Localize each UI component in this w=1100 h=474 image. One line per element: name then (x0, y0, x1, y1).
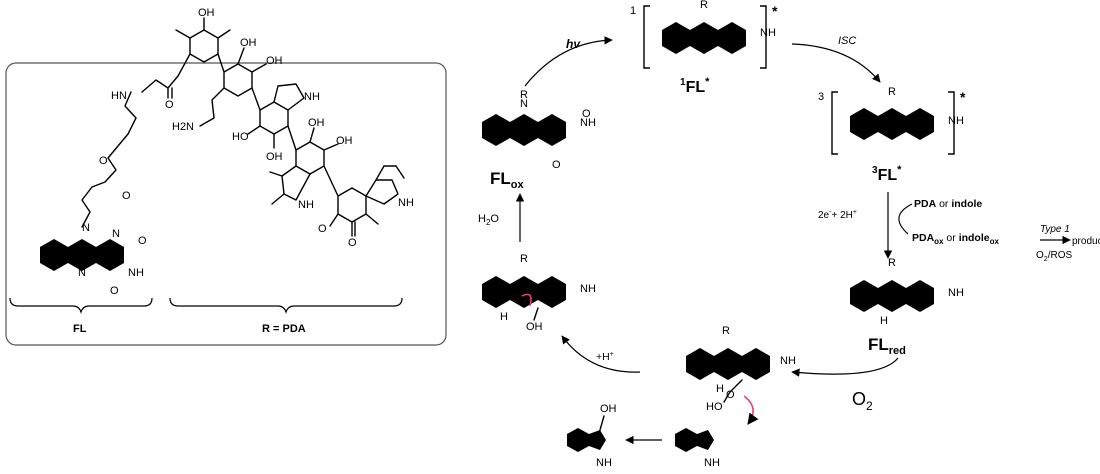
pda-atom-labels: OH OH OH HN O H2N NH HO OH OH OH NH O O … (78, 7, 414, 297)
svg-text:N: N (520, 98, 528, 110)
singlet-fl-label: 1FL* (680, 76, 710, 96)
svg-text:O: O (552, 159, 561, 171)
svg-text:NH: NH (704, 457, 720, 469)
svg-text:H: H (500, 311, 508, 323)
singlet-bracket-right (760, 5, 767, 69)
svg-text:R: R (520, 89, 528, 101)
svg-text:HO: HO (706, 401, 723, 413)
svg-text:R: R (700, 0, 708, 11)
hydroxy-flavin-structure (470, 264, 579, 321)
singlet-fl-structure (650, 10, 759, 67)
svg-text:O: O (138, 235, 147, 247)
svg-text:H: H (716, 383, 724, 395)
svg-text:NH: NH (298, 199, 314, 211)
fl-brace (9, 297, 153, 314)
svg-text:NH: NH (128, 267, 144, 279)
fl-ox-label: FLox (490, 169, 525, 191)
fl-red-label: FLred (868, 335, 906, 357)
svg-text:3: 3 (818, 91, 824, 103)
indole-structure (675, 428, 714, 452)
h2o-label: H2O (478, 213, 499, 227)
oxygen-arrow (791, 357, 899, 377)
h-plus-label: +H+ (596, 351, 614, 363)
svg-text:R: R (888, 257, 896, 269)
svg-text:O: O (348, 237, 357, 249)
pda-or-indole-label: PDA or indole (914, 198, 982, 210)
svg-text:*: * (772, 3, 778, 19)
svg-text:*: * (960, 89, 966, 105)
svg-text:NH: NH (596, 457, 612, 469)
svg-text:R: R (888, 86, 896, 98)
fl-ox-structure (470, 102, 579, 159)
indoxyl-structure (567, 415, 606, 452)
svg-text:O: O (122, 190, 131, 202)
svg-text:O: O (110, 285, 119, 297)
products-label: products (1072, 236, 1100, 247)
electrons-label: 2e-+ 2H+ (818, 209, 857, 221)
pda-ox-label: PDAox or indoleox (912, 232, 999, 246)
type1-label: Type 1 (1040, 224, 1070, 235)
peroxide-curly-arrow (743, 395, 759, 425)
protonation-arrow (561, 335, 641, 373)
pda-consume-curve (898, 203, 913, 235)
svg-text:NH: NH (948, 287, 964, 299)
svg-text:NH: NH (304, 91, 320, 103)
singlet-bracket-left (643, 5, 650, 69)
triplet-bracket-left (831, 91, 838, 155)
svg-text:N: N (78, 267, 86, 279)
svg-text:R: R (520, 253, 528, 265)
hv-label: hv (566, 37, 581, 51)
svg-text:HO: HO (232, 131, 249, 143)
pda-brace (169, 297, 403, 314)
svg-text:NH: NH (398, 197, 414, 209)
fl-label: FL (73, 323, 87, 335)
svg-text:OH: OH (308, 117, 325, 129)
svg-text:O: O (582, 108, 591, 120)
svg-text:R: R (722, 325, 730, 337)
svg-text:OH: OH (600, 403, 617, 415)
svg-text:OH: OH (266, 55, 283, 67)
isc-arrow (791, 43, 881, 83)
svg-text:1: 1 (630, 5, 636, 17)
svg-text:OH: OH (266, 151, 283, 163)
hydroxy-curly-arrow (521, 293, 532, 307)
svg-text:O: O (726, 389, 735, 401)
isc-label: ISC (838, 35, 856, 47)
triplet-fl-structure (838, 96, 947, 153)
triplet-fl-label: 3FL* (872, 164, 902, 184)
svg-text:O: O (318, 223, 327, 235)
svg-text:O: O (165, 99, 174, 111)
svg-text:NH: NH (760, 27, 776, 39)
svg-text:NH: NH (580, 117, 596, 129)
svg-text:HN: HN (111, 90, 127, 102)
svg-text:OH: OH (336, 135, 353, 147)
svg-text:H2N: H2N (172, 121, 194, 133)
svg-text:NH: NH (580, 283, 596, 295)
hydroperoxy-flavin-structure (674, 336, 783, 403)
fl-pda-conjugate-structure (28, 17, 405, 284)
svg-text:O: O (99, 155, 108, 167)
svg-text:OH: OH (526, 321, 543, 333)
triplet-bracket-right (948, 91, 955, 155)
svg-text:OH: OH (240, 37, 257, 49)
svg-text:NH: NH (780, 355, 796, 367)
svg-text:H: H (880, 315, 888, 327)
fl-red-structure (838, 268, 947, 325)
svg-text:N: N (112, 228, 120, 240)
o2-label: O2 (852, 389, 873, 413)
pda-structure-box (5, 62, 447, 346)
hv-arrow (524, 36, 613, 87)
svg-text:OH: OH (198, 7, 215, 19)
svg-text:NH: NH (948, 115, 964, 127)
o2-ros-label: O2/ROS (1036, 250, 1072, 263)
svg-text:N: N (82, 222, 90, 234)
r-pda-label: R = PDA (262, 323, 306, 335)
